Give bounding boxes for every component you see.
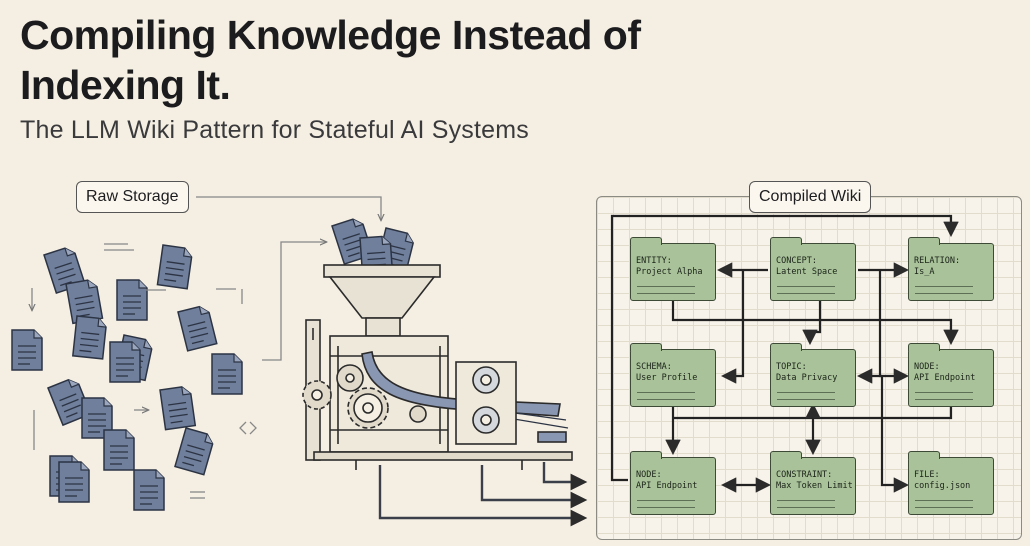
folder-lines — [637, 500, 695, 508]
input-flow-arrows — [196, 196, 381, 361]
wiki-node-api-endpoint-2[interactable]: NODE: API Endpoint — [629, 451, 716, 515]
wiki-node-constraint[interactable]: CONSTRAINT: Max Token Limit — [769, 451, 856, 515]
page-title: Compiling Knowledge Instead of Indexing … — [20, 12, 641, 108]
raw-storage-label: Raw Storage — [76, 181, 189, 213]
wiki-node-api-endpoint[interactable]: NODE: API Endpoint — [907, 343, 994, 407]
wiki-node-file[interactable]: FILE: config.json — [907, 451, 994, 515]
page-subtitle: The LLM Wiki Pattern for Stateful AI Sys… — [20, 116, 529, 144]
wiki-node-relation[interactable]: RELATION: Is_A — [907, 237, 994, 301]
output-flow-arrows — [378, 462, 588, 527]
wiki-node-entity[interactable]: ENTITY: Project Alpha — [629, 237, 716, 301]
wiki-node-schema[interactable]: SCHEMA: User Profile — [629, 343, 716, 407]
folder-lines — [637, 286, 695, 294]
raw-document-pile — [11, 243, 257, 511]
folder-lines — [915, 286, 973, 294]
folder-lines — [777, 392, 835, 400]
folder-lines — [915, 500, 973, 508]
folder-lines — [777, 500, 835, 508]
wiki-node-concept[interactable]: CONCEPT: Latent Space — [769, 237, 856, 301]
compiler-machine — [302, 215, 573, 470]
folder-lines — [915, 392, 973, 400]
folder-lines — [777, 286, 835, 294]
folder-lines — [637, 392, 695, 400]
compiled-wiki-label: Compiled Wiki — [749, 181, 872, 213]
wiki-node-topic[interactable]: TOPIC: Data Privacy — [769, 343, 856, 407]
